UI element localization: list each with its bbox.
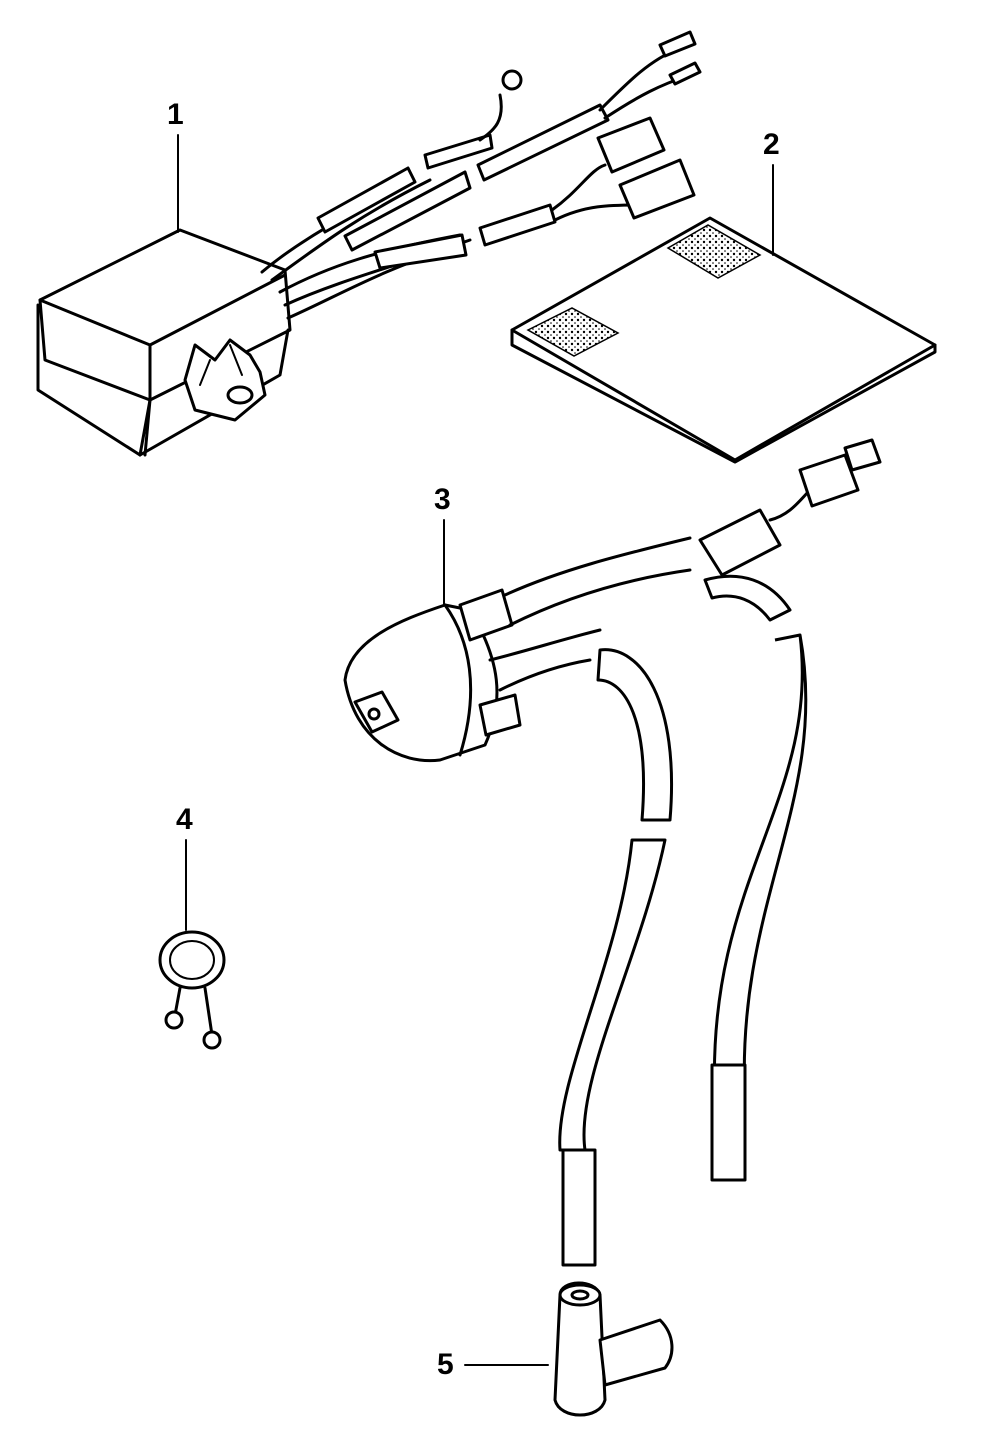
part-4-clip [158, 930, 226, 1050]
callout-2: 2 [763, 128, 780, 161]
leader-lines [177, 134, 774, 1366]
part-3-ignition-coil [343, 438, 882, 1267]
part-5-plug-cap [553, 1281, 674, 1417]
callout-3: 3 [434, 483, 451, 516]
part-2-sheet [510, 216, 937, 464]
callout-5: 5 [437, 1348, 454, 1381]
part-1-cdi-unit [36, 30, 702, 457]
callout-4: 4 [176, 803, 193, 836]
callout-1: 1 [167, 98, 184, 131]
